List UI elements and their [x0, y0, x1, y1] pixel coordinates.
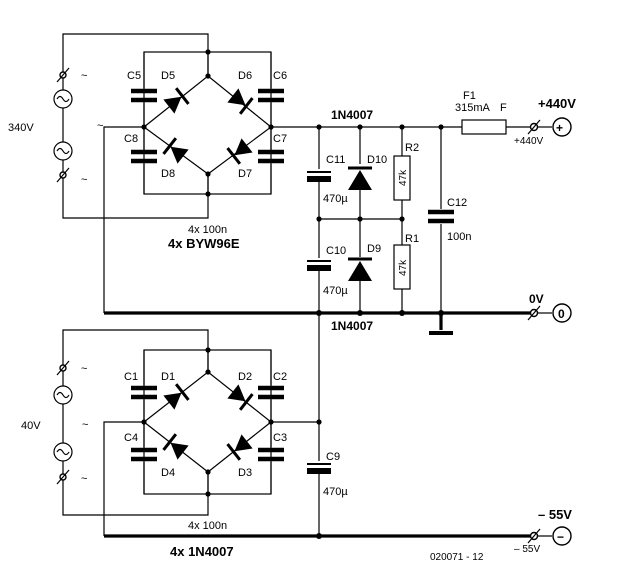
filter-section [104, 117, 572, 335]
lower-diode-type: 4x 1N4007 [170, 544, 234, 559]
type-f1: F [500, 102, 507, 114]
d10-type: 1N4007 [331, 108, 373, 122]
value-r1: 47k [398, 259, 409, 276]
label-c7: C7 [273, 133, 287, 145]
tilde-lower-top: ~ [81, 363, 87, 375]
minus-terminal [552, 526, 572, 546]
value-f1: 315mA [455, 102, 491, 114]
output-neg-small: – 55V [514, 544, 540, 555]
fuse-f1 [461, 119, 507, 135]
output-neg: – 55V [538, 507, 572, 522]
lower-cap-note: 4x 100n [188, 520, 227, 532]
tilde-upper-mid: ~ [97, 120, 103, 132]
value-c12: 100n [447, 231, 471, 243]
upper-input-voltage: 340V [8, 122, 34, 134]
label-c2: C2 [273, 371, 287, 383]
label-c3: C3 [273, 432, 287, 444]
label-d10: D10 [367, 154, 387, 166]
output-pos-small: +440V [514, 136, 544, 147]
plus-sign: + [556, 121, 563, 135]
output-zero: 0V [529, 292, 544, 306]
label-d7: D7 [238, 168, 252, 180]
label-d1: D1 [161, 371, 175, 383]
label-c10: C10 [326, 245, 346, 257]
plus-terminal [552, 117, 572, 137]
diode-d5 [163, 87, 190, 114]
lower-bridge [53, 313, 572, 546]
diode-d7 [226, 138, 253, 165]
label-d3: D3 [238, 467, 252, 479]
label-d8: D8 [161, 168, 175, 180]
diode-d4 [162, 433, 189, 460]
label-f1: F1 [463, 90, 476, 102]
label-c9: C9 [326, 451, 340, 463]
label-r2: R2 [405, 142, 419, 154]
label-d9: D9 [367, 243, 381, 255]
figure-id: 020071 - 12 [430, 552, 484, 563]
zero-terminal [552, 303, 572, 323]
label-c12: C12 [447, 197, 467, 209]
diode-d3 [226, 434, 253, 461]
tilde-upper-top: ~ [81, 70, 87, 82]
diode-d1 [163, 383, 190, 410]
label-c4: C4 [124, 432, 138, 444]
value-c11: 470µ [323, 193, 348, 205]
label-c11: C11 [326, 154, 345, 166]
zero-sign: 0 [558, 307, 565, 321]
value-r2: 47k [398, 169, 409, 186]
tilde-upper-bottom: ~ [81, 174, 87, 186]
upper-cap-note: 4x 100n [188, 224, 227, 236]
label-d6: D6 [238, 70, 252, 82]
value-c10: 470µ [323, 285, 348, 297]
value-c9: 470µ [323, 486, 348, 498]
label-c1: C1 [124, 371, 138, 383]
label-r1: R1 [405, 233, 419, 245]
minus-sign: − [557, 530, 564, 544]
tilde-lower-mid: ~ [82, 419, 88, 431]
label-d4: D4 [161, 467, 175, 479]
label-d5: D5 [161, 70, 175, 82]
upper-diode-type: 4x BYW96E [168, 236, 240, 251]
output-pos: +440V [538, 96, 576, 111]
label-c6: C6 [273, 70, 287, 82]
label-c5: C5 [127, 70, 141, 82]
upper-bridge [53, 33, 284, 313]
diode-d8 [162, 137, 189, 164]
label-d2: D2 [238, 371, 252, 383]
ac-source-upper [53, 67, 73, 183]
diode-d6 [227, 88, 254, 115]
diode-d2 [227, 384, 254, 411]
d9-type: 1N4007 [331, 319, 373, 333]
lower-input-voltage: 40V [21, 420, 41, 432]
tilde-lower-bottom: ~ [81, 473, 87, 485]
label-c8: C8 [124, 133, 138, 145]
